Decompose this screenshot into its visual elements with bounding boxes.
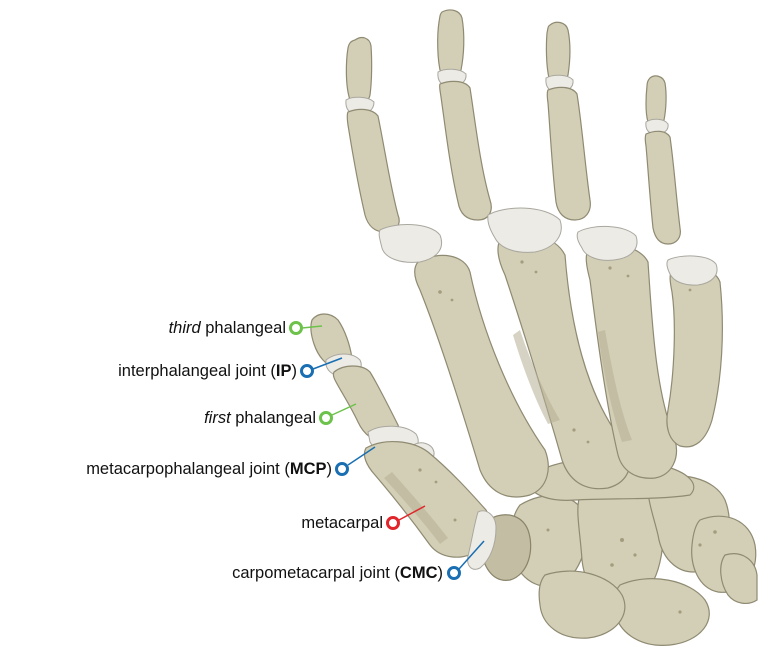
label-carpometacarpal-joint: carpometacarpal joint (CMC) xyxy=(232,563,443,583)
label-mcp-suffix: ) xyxy=(327,460,333,478)
label-metacarpal-text: metacarpal xyxy=(301,514,383,532)
label-cmc-suffix: ) xyxy=(438,564,444,582)
label-ip-text: interphalangeal joint ( xyxy=(118,362,276,380)
label-ip-abbr: IP xyxy=(276,362,292,380)
marker-ip-joint xyxy=(302,366,313,377)
label-cmc-abbr: CMC xyxy=(400,564,438,582)
marker-mcp-joint xyxy=(337,464,348,475)
marker-cmc-joint xyxy=(449,568,460,579)
label-cmc-text: carpometacarpal joint ( xyxy=(232,564,400,582)
label-first-phalangeal: first phalangeal xyxy=(204,408,316,428)
label-third-phalangeal-text: phalangeal xyxy=(201,319,286,337)
label-third-phalangeal-italic: third xyxy=(169,319,201,337)
label-interphalangeal-joint: interphalangeal joint (IP) xyxy=(118,361,297,381)
label-mcp-abbr: MCP xyxy=(290,460,327,478)
label-first-phalangeal-text: phalangeal xyxy=(231,409,316,427)
label-ip-suffix: ) xyxy=(292,362,298,380)
label-mcp-text: metacarpophalangeal joint ( xyxy=(86,460,290,478)
label-metacarpophalangeal-joint: metacarpophalangeal joint (MCP) xyxy=(86,459,332,479)
marker-metacarpal xyxy=(388,518,399,529)
marker-first-phalangeal xyxy=(321,413,332,424)
label-first-phalangeal-italic: first xyxy=(204,409,231,427)
label-third-phalangeal: third phalangeal xyxy=(169,318,286,338)
label-metacarpal: metacarpal xyxy=(301,513,383,533)
marker-third-phalangeal xyxy=(291,323,302,334)
finger-phalanges xyxy=(346,10,717,285)
